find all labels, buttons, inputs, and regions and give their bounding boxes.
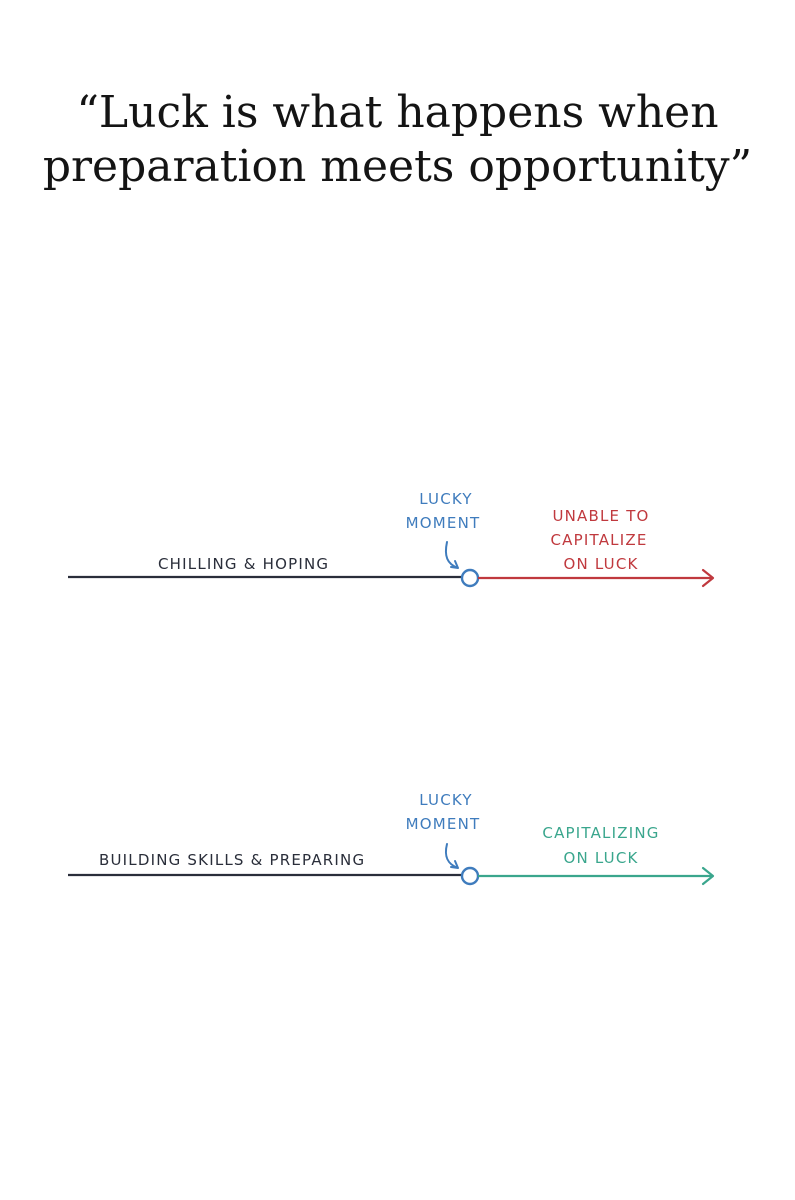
quote-line-2: preparation meets opportunity”: [42, 141, 753, 192]
outcome-label-unable-line-3: ON LUCK: [563, 555, 638, 573]
outcome-label-unable-line-2: CAPITALIZE: [551, 531, 648, 549]
path-label-chilling: CHILLING & HOPING: [158, 555, 329, 573]
lucky-moment-label-top-line-2: MOMENT: [406, 514, 481, 532]
quote-line-1: “Luck is what happens when: [76, 87, 719, 138]
outcome-label-unable-line-1: UNABLE TO: [552, 507, 649, 525]
quote-heading: “Luck is what happens when preparation m…: [0, 86, 795, 194]
lucky-moment-label-top-line-1: LUCKY: [419, 490, 473, 508]
outcome-label-capitalizing-line-2: ON LUCK: [563, 849, 638, 867]
outcome-label-capitalizing-line-1: CAPITALIZING: [542, 824, 659, 842]
lucky-moment-label-bottom-line-1: LUCKY: [419, 791, 473, 809]
lucky-moment-pointer-arrow-top: [444, 541, 459, 569]
timeline-chilling: CHILLING & HOPING LUCKY MOMENT UNABLE TO…: [68, 490, 715, 588]
lucky-moment-label-bottom-line-2: MOMENT: [406, 815, 481, 833]
lucky-moment-marker-bottom: [460, 866, 480, 886]
outcome-arrowhead-capitalizing: [701, 866, 715, 886]
lucky-moment-marker-top: [460, 568, 480, 588]
outcome-arrowhead-unable: [701, 568, 715, 588]
timeline-preparing: BUILDING SKILLS & PREPARING LUCKY MOMENT…: [68, 791, 715, 886]
path-label-preparing: BUILDING SKILLS & PREPARING: [99, 851, 365, 869]
lucky-moment-pointer-arrow-bottom: [444, 843, 459, 869]
